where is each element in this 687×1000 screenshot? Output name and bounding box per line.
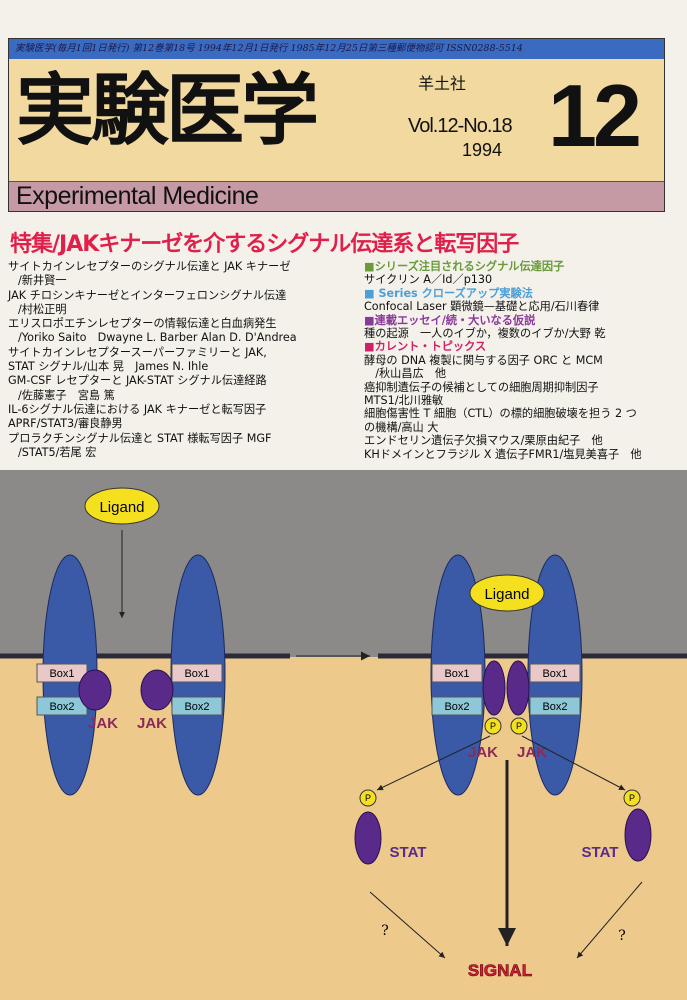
section-item: 種の起源 一人のイブか，複数のイブか/大野 乾	[364, 327, 606, 341]
stat-right	[624, 808, 652, 862]
section-item: KHドメインとフラジル X 遺伝子FMR1/塩見美喜子 他	[364, 447, 642, 461]
english-title-bar	[9, 181, 664, 211]
phospho-icon	[623, 789, 641, 807]
article-author: /新井賢一	[18, 274, 67, 288]
ligand-label: Ligand	[484, 586, 529, 603]
box1-label: Box1	[444, 668, 469, 680]
jak-label: JAK	[88, 715, 118, 732]
p-label: P	[629, 793, 635, 803]
box1-label: Box1	[542, 668, 567, 680]
arrow	[576, 881, 643, 959]
section-heading: ■カレント・トピックス	[364, 340, 487, 354]
jak-left	[78, 669, 112, 711]
phospho-icon	[510, 717, 528, 735]
p-label: P	[365, 793, 371, 803]
english-title: Experimental Medicine	[16, 182, 259, 210]
section-item: 細胞傷害性 T 細胞（CTL）の標的細胞破壊を担う 2 つ	[364, 407, 637, 421]
section-item: の機構/高山 大	[364, 420, 439, 434]
box2-label: Box2	[49, 701, 74, 713]
section-item: 癌抑制遺伝子の候補としての細胞周期抑制因子	[364, 380, 599, 394]
ligand-left	[84, 487, 160, 525]
article-title: サイトカインレセプタースーパーファミリーと JAK,	[8, 345, 267, 359]
arrow	[376, 735, 491, 791]
article-title: サイトカインレセプターのシグナル伝達と JAK キナーゼ	[8, 260, 291, 273]
publication-info-bar: 実験医学(毎月1回1日発行) 第12巻第18号 1994年12月1日発行 198…	[9, 39, 664, 59]
jak-left	[140, 669, 174, 711]
jak-label: JAK	[137, 715, 167, 732]
year: 1994	[462, 140, 503, 160]
cytoplasm-region	[0, 657, 687, 1000]
arrow	[369, 891, 446, 959]
article-title: IL-6シグナル伝達における JAK キナーゼと転写因子	[8, 402, 267, 416]
section-heading: ■連載エッセイ/続・大いなる仮説	[364, 313, 536, 327]
ligand-label: Ligand	[99, 499, 144, 516]
article-author: STAT シグナル/山本 晃 James N. Ihle	[8, 360, 209, 374]
box1-label: Box1	[184, 668, 209, 680]
article-title: エリスロポエチンレセプターの情報伝達と白血病発生	[8, 317, 277, 331]
section-heading: ■シリーズ注目されるシグナル伝達因子	[364, 260, 565, 273]
issue-number: 12	[548, 66, 642, 165]
stat-label: STAT	[582, 844, 619, 861]
article-author: /STAT5/若尾 宏	[18, 445, 97, 459]
magazine-title: 実験医学	[16, 66, 319, 156]
section-item: Confocal Laser 顕微鏡—基礎と応用/石川春律	[364, 300, 600, 314]
other-contents-list: ■シリーズ注目されるシグナル伝達因子サイクリン A／Id／p130■ Serie…	[364, 260, 642, 461]
section-item: エンドセリン遺伝子欠損マウス/栗原由紀子 他	[364, 434, 603, 448]
masthead	[9, 59, 664, 181]
box2-label: Box2	[444, 701, 469, 713]
stat-left	[354, 811, 382, 865]
section-heading: ■ Series クローズアップ実験法	[364, 286, 533, 300]
masthead-frame	[8, 38, 665, 212]
publisher: 羊土社	[418, 74, 467, 93]
box2-label: Box2	[542, 701, 567, 713]
jak-label: JAK	[468, 744, 498, 761]
article-title: JAK チロシンキナーゼとインターフェロンシグナル伝達	[8, 288, 287, 302]
p-label: P	[490, 721, 496, 731]
signal-label: SIGNAL	[468, 961, 532, 980]
box-group	[36, 663, 581, 716]
volume-number: Vol.12-No.18	[408, 115, 513, 137]
stat-label: STAT	[390, 844, 427, 861]
jak-label: JAK	[517, 744, 547, 761]
feature-title: 特集/JAKキナーゼを介するシグナル伝達系と転写因子	[10, 232, 519, 257]
jak-right	[506, 660, 530, 716]
question-mark: ?	[381, 923, 389, 939]
phospho-icon	[484, 717, 502, 735]
ligand-right	[469, 574, 545, 612]
arrow	[521, 735, 626, 791]
section-item: MTS1/北川雅敏	[364, 394, 444, 408]
article-title: プロラクチンシグナル伝達と STAT 様転写因子 MGF	[8, 431, 272, 445]
article-title: GM-CSF レセプターと JAK-STAT シグナル伝達経路	[8, 374, 267, 388]
jak-right	[482, 660, 506, 716]
phospho-icon	[359, 789, 377, 807]
article-author: APRF/STAT3/審良静男	[8, 417, 123, 431]
question-mark: ?	[618, 928, 626, 944]
section-item: サイクリン A／Id／p130	[364, 273, 493, 287]
box2-label: Box2	[184, 701, 209, 713]
box1-label: Box1	[49, 668, 74, 680]
article-author: /佐藤憲子 宮島 篤	[18, 388, 115, 402]
article-author: /Yoriko Saito Dwayne L. Barber Alan D. D…	[18, 331, 297, 345]
section-item: /秋山昌広 他	[364, 367, 447, 381]
section-item: 酵母の DNA 複製に関与する因子 ORC と MCM	[364, 353, 603, 367]
article-author: /村松正明	[18, 302, 67, 316]
p-label: P	[516, 721, 522, 731]
